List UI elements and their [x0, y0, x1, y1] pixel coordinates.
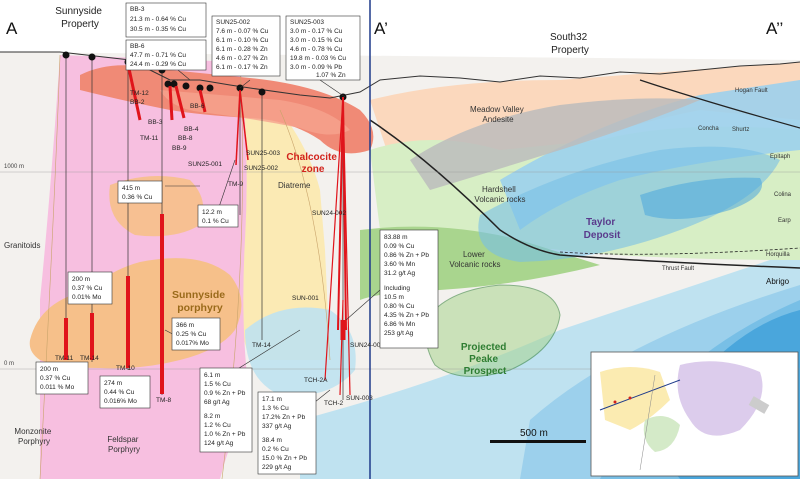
sunnyside-property-label: Sunnyside Property	[55, 6, 104, 30]
elevation-label-0: 0 m	[4, 361, 14, 367]
hole-label-sun24-002: SUN24-002	[312, 210, 346, 217]
peake-prospect-outline	[425, 284, 561, 377]
unit-grey-band	[410, 98, 700, 190]
hole-label-bb9: BB-9	[172, 145, 187, 152]
hole-label-sun25-003: SUN25-003	[246, 150, 280, 157]
colina-label: Colina	[774, 192, 792, 198]
chalcocite-zone-light	[160, 90, 350, 135]
svg-text:366 m0.25 % Cu0.017% Mo: 366 m0.25 % Cu0.017% Mo	[176, 322, 209, 347]
inset-map	[590, 351, 799, 477]
hole-label-bb4: BB-4	[184, 126, 199, 133]
epitaph-label: Epitaph	[770, 154, 790, 160]
hole-label-bb8: BB-8	[178, 135, 193, 142]
peake-prospect-label: Projected Peake Prospect	[461, 342, 509, 377]
callout-sun24: 83.88 m 0.09 % Cu 0.86 % Zn + Pb 3.60 % …	[379, 229, 439, 349]
hole-label-tm10: TM-10	[116, 365, 135, 372]
hole-label-tm14: TM-14	[252, 342, 271, 349]
feldspar-label: Feldspar Porphyry	[107, 435, 140, 454]
taylor-deposit-label: Taylor Deposit	[584, 217, 621, 241]
section-label-a-double-prime: A’’	[766, 19, 783, 38]
hole-label-bb3: BB-3	[148, 119, 163, 126]
thrust-fault-label: Thrust Fault	[662, 266, 694, 272]
unit-diatreme	[230, 110, 330, 360]
hole-label-sun25-002: SUN25-002	[244, 165, 278, 172]
svg-text:83.88 m 0.09 % Cu: 83.88 m 0.09 % Cu 0.86 % Zn + Pb 3.60 % …	[384, 234, 431, 337]
hole-label-sun24-002b: SUN24-002B	[350, 342, 388, 349]
fault-line-main	[369, 119, 800, 269]
hardshell-label: Hardshell Volcanic rocks	[474, 185, 525, 204]
callout-sun003: 17.1 m 1.3 % Cu 17.2% Zn + Pb 337 g/t Ag…	[257, 391, 317, 475]
svg-text:274 m0.44 % Cu0.016% Mo: 274 m0.44 % Cu0.016% Mo	[104, 380, 137, 405]
meadow-valley-label: Meadow Valley Andesite	[470, 105, 526, 124]
south32-property-label: South32 Property	[550, 32, 590, 56]
abrigo-label: Abrigo	[766, 277, 790, 286]
granitoids-label: Granitoids	[4, 241, 40, 250]
hogan-fault-label: Hogan Fault	[735, 88, 768, 94]
shurtz-label: Shurtz	[732, 127, 749, 133]
thrust-fault-line	[559, 247, 800, 255]
hole-label-tch2a: TCH-2A	[304, 377, 328, 384]
chalcocite-zone-label: Chalcocite zone	[286, 152, 339, 175]
scale-label: 500 m	[520, 428, 548, 439]
hole-label-tm8: TM-8	[156, 397, 172, 404]
hole-label-sun001: SUN-001	[292, 295, 319, 302]
hogan-fault-line	[639, 79, 800, 129]
hole-label-sun25-001: SUN25-001	[188, 161, 222, 168]
topography-line	[0, 51, 800, 99]
unit-taylor-body	[478, 146, 780, 262]
elevation-label-1000: 1000 m	[4, 164, 24, 170]
hole-label-tch2: TCH-2	[324, 400, 344, 407]
concha-label: Concha	[698, 126, 719, 132]
hole-labels: TM-12 BB-2 BB-3 BB-6 BB-4 BB-8 TM-11 BB-…	[55, 90, 388, 407]
drill-collars	[62, 51, 347, 101]
hole-label-sun003: SUN-003	[346, 395, 373, 402]
svg-text:6.1 m 1.5 % Cu 0.9: 6.1 m 1.5 % Cu 0.9 % Zn + Pb 68 g/t Ag 8…	[204, 372, 247, 447]
hole-label-tm11b: TM-11	[140, 135, 159, 142]
section-label-a: A	[6, 19, 18, 38]
monzonite-label: Monzonite Porphyry	[14, 427, 53, 446]
hole-label-tm9: TM-9	[228, 181, 244, 188]
callout-tch: 6.1 m 1.5 % Cu 0.9 % Zn + Pb 68 g/t Ag 8…	[199, 367, 253, 453]
lower-volcanics-label: Lower Volcanic rocks	[449, 250, 500, 269]
hole-label-tm14b: TM-14	[80, 355, 99, 362]
svg-text:200 m0.37 % Cu0.01% Mo: 200 m0.37 % Cu0.01% Mo	[72, 276, 103, 301]
hole-label-bb2: BB-2	[130, 99, 145, 106]
section-label-a-prime: A’	[374, 19, 388, 38]
unit-blue-lens	[640, 177, 762, 219]
hole-label-bb6: BB-6	[190, 103, 205, 110]
hole-label-tm11: TM-11	[55, 355, 74, 362]
sunnyside-porphyry-label: Sunnyside porphyry	[172, 289, 228, 314]
diatreme-label: Diatreme	[278, 181, 311, 190]
svg-text:12.2 m0.1 % Cu: 12.2 m0.1 % Cu	[202, 209, 229, 225]
svg-text:17.1 m 1.3 % Cu 17: 17.1 m 1.3 % Cu 17.2% Zn + Pb 337 g/t Ag…	[262, 396, 309, 471]
horquilla-label: Horquilla	[766, 252, 790, 258]
mineralized-intervals	[64, 63, 351, 396]
hole-label-tm12: TM-12	[130, 90, 149, 97]
svg-text:200 m0.37 % Cu0.011 % Mo: 200 m0.37 % Cu0.011 % Mo	[40, 366, 75, 391]
scale-bar	[490, 440, 586, 443]
svg-text:415 m0.36 % Cu: 415 m0.36 % Cu	[122, 185, 153, 201]
earp-label: Earp	[778, 218, 791, 224]
